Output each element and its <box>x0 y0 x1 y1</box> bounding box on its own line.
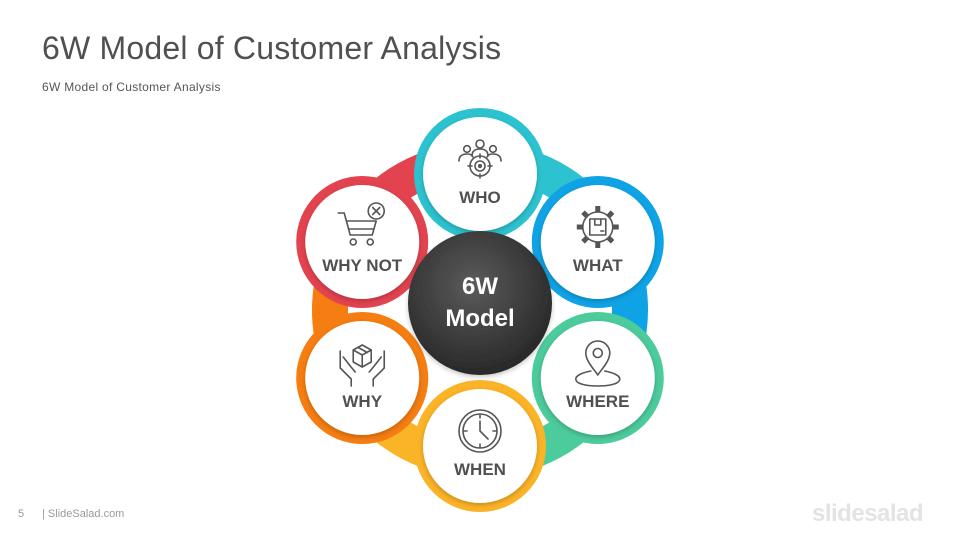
clock-icon <box>458 409 502 453</box>
slide-subtitle: 6W Model of Customer Analysis <box>42 80 221 94</box>
node-why-not-disc <box>305 185 420 299</box>
node-where: WHERE <box>531 312 664 444</box>
gear-box-icon <box>576 206 619 248</box>
node-why-not: WHY NOT <box>296 176 429 308</box>
center-label-line2: Model <box>445 305 514 332</box>
target-audience-icon <box>458 139 502 179</box>
node-why-disc <box>305 321 420 435</box>
node-what: WHAT <box>531 176 664 308</box>
node-when-label: WHEN <box>454 460 506 479</box>
footer-site: | SlideSalad.com <box>42 508 125 520</box>
center-circle: 6W Model <box>408 231 552 375</box>
brand-logo: slidesalad <box>812 500 924 527</box>
page-number: 5 <box>18 508 25 520</box>
node-what-label: WHAT <box>573 256 623 275</box>
node-who: WHO <box>414 108 546 240</box>
node-where-disc <box>540 321 655 435</box>
cart-cancel-icon <box>337 202 386 246</box>
node-where-label: WHERE <box>566 392 629 411</box>
slide-title: 6W Model of Customer Analysis <box>42 30 502 66</box>
node-why-label: WHY <box>342 392 382 411</box>
node-why: WHY <box>296 312 429 444</box>
location-pin-icon <box>574 340 621 387</box>
center-label-line1: 6W <box>462 273 498 300</box>
node-who-label: WHO <box>459 188 501 207</box>
ring-nodes: WHO WHAT WHERE WHEN WHY WHY NOT <box>296 108 664 512</box>
node-why-not-label: WHY NOT <box>322 256 403 275</box>
hands-box-icon <box>339 344 386 387</box>
node-when: WHEN <box>414 380 546 512</box>
